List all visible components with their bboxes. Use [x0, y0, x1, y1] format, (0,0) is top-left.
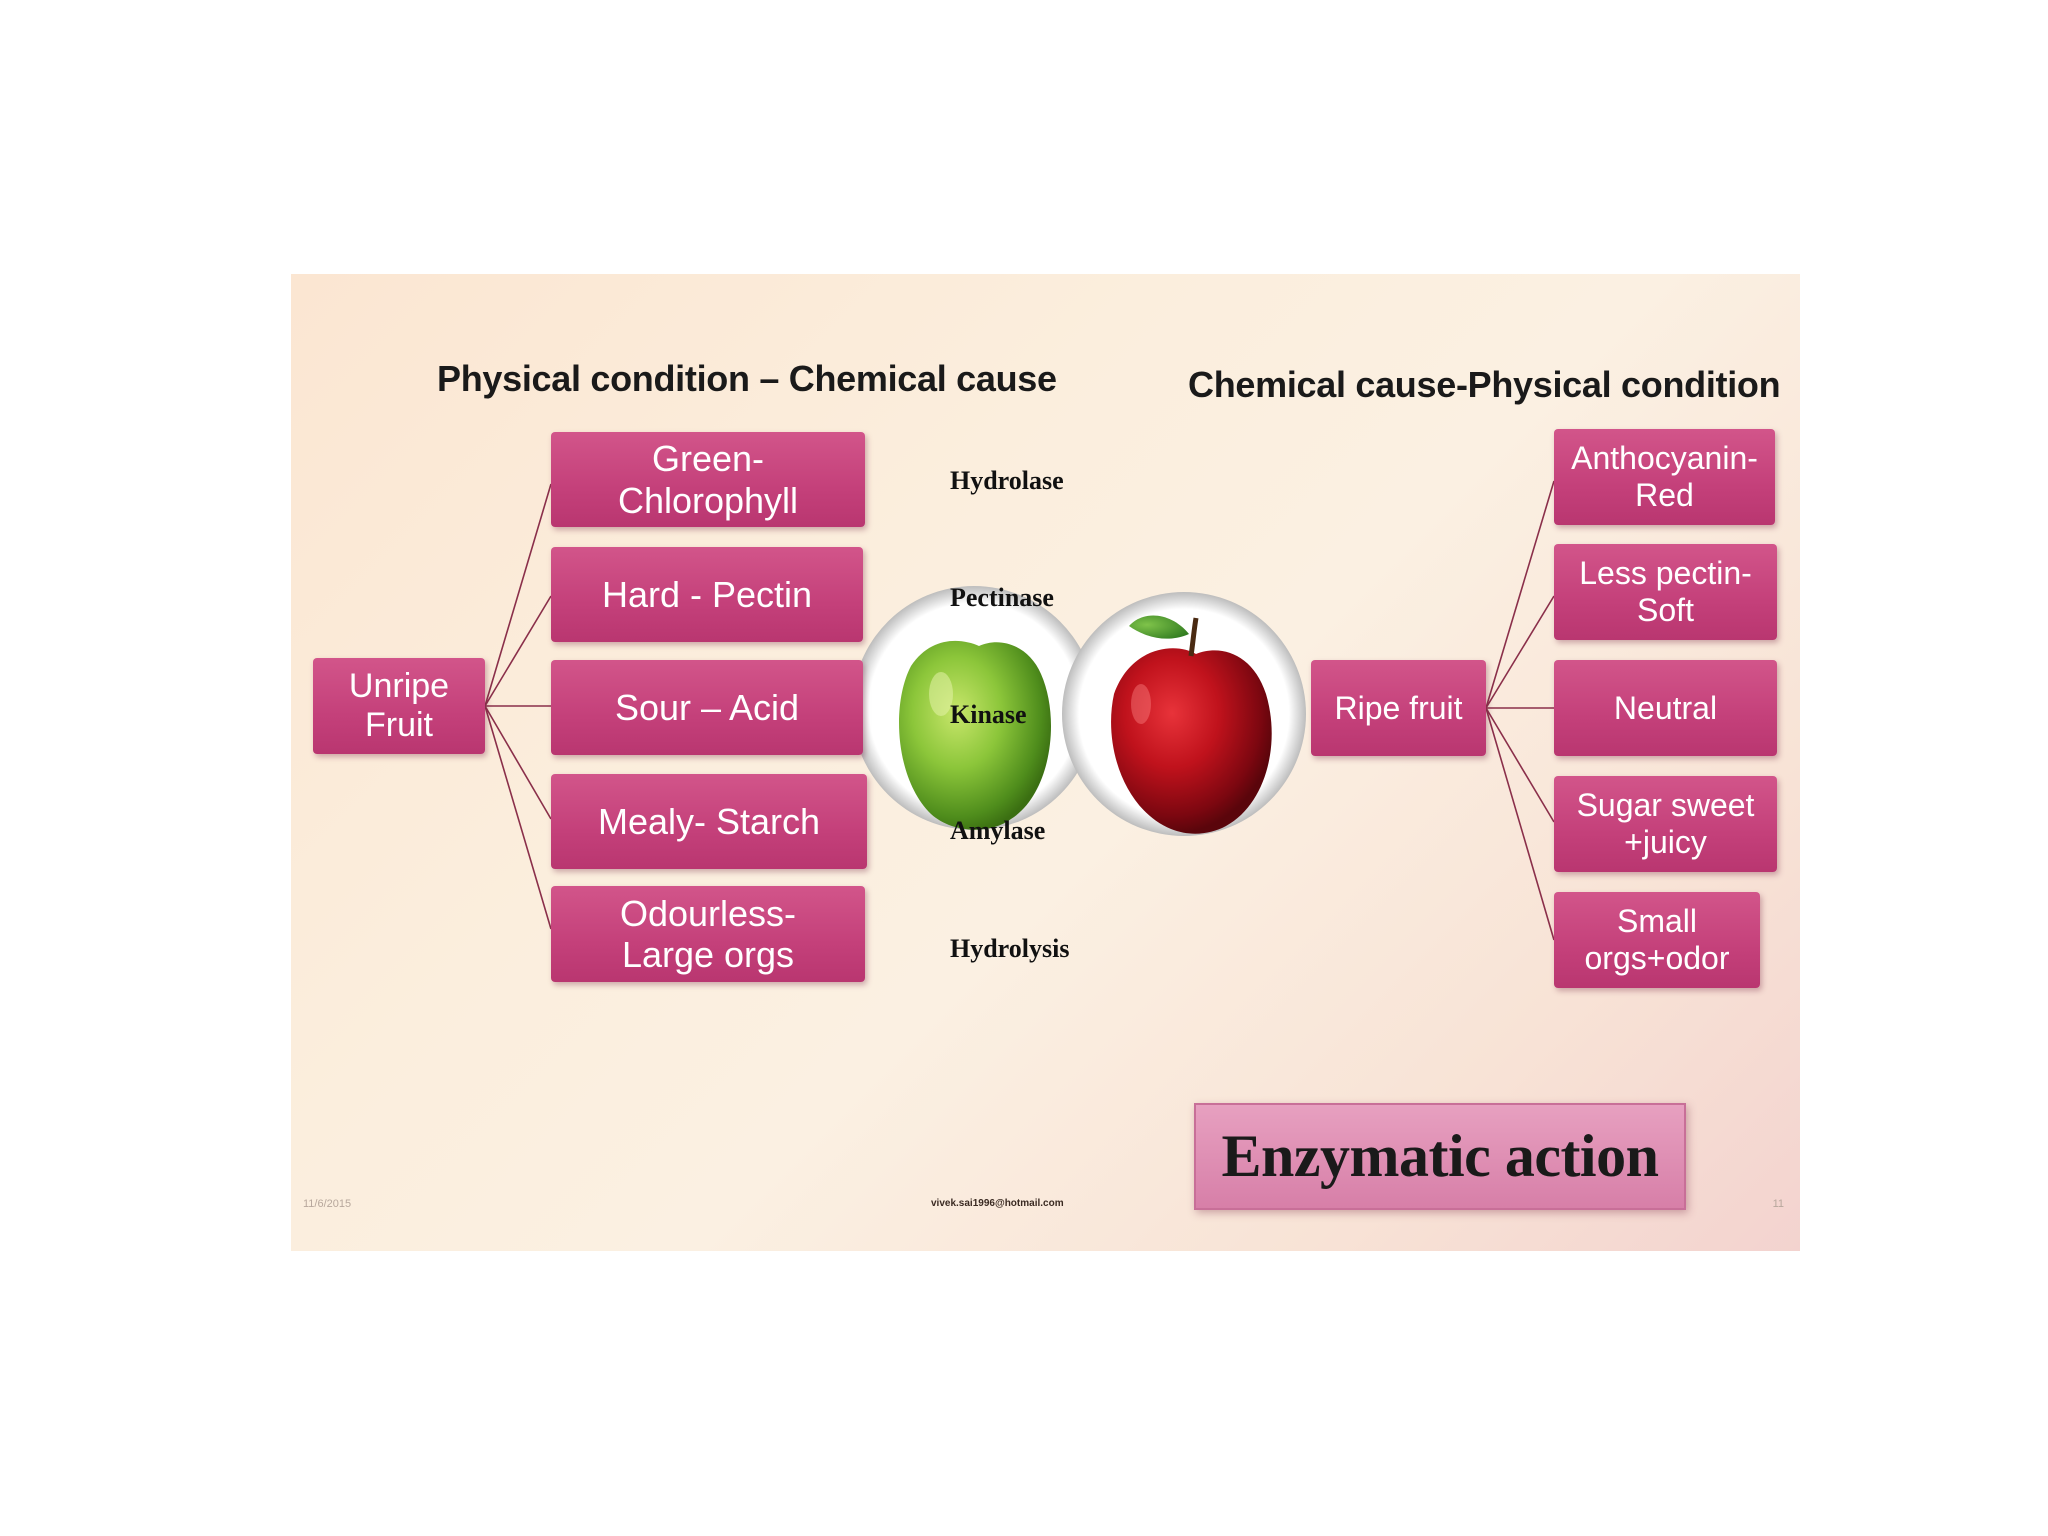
left-item-4-label: Mealy- Starch — [597, 800, 821, 842]
right-item-1: Anthocyanin- Red — [1554, 429, 1775, 525]
connector-right-2 — [1485, 595, 1555, 709]
enzyme-label-5: Hydrolysis — [950, 934, 1070, 963]
ripe-fruit-box: Ripe fruit — [1311, 660, 1486, 756]
connector-lines — [484, 480, 1555, 941]
enzyme-label-1: Hydrolase — [950, 466, 1064, 495]
connector-left-4 — [484, 705, 552, 820]
ripe-fruit-label: Ripe fruit — [1334, 689, 1463, 726]
right-item-3-label: Neutral — [1613, 689, 1718, 726]
unripe-fruit-label: Unripe Fruit — [348, 666, 450, 744]
green-apple-icon — [852, 586, 1096, 830]
enzyme-label-4: Amylase — [950, 816, 1046, 845]
left-item-2-label: Hard - Pectin — [601, 573, 813, 615]
connector-right-1 — [1485, 480, 1555, 709]
apples-illustration — [852, 586, 1306, 836]
footer-email: vivek.sai1996@hotmail.com — [931, 1198, 1064, 1209]
left-item-2: Hard - Pectin — [551, 547, 863, 642]
red-apple-icon — [1062, 592, 1306, 836]
connector-right-5 — [1485, 707, 1555, 941]
heading-left: Physical condition – Chemical cause — [437, 358, 1057, 399]
unripe-fruit-box: Unripe Fruit — [313, 658, 485, 754]
right-item-1-label: Anthocyanin- Red — [1571, 440, 1758, 513]
left-item-1: Green- Chlorophyll — [551, 432, 865, 527]
right-item-3: Neutral — [1554, 660, 1777, 756]
left-item-5: Odourless- Large orgs — [551, 886, 865, 982]
right-item-2: Less pectin- Soft — [1554, 544, 1777, 640]
left-item-3: Sour – Acid — [551, 660, 863, 755]
footer-page-number: 11 — [1772, 1198, 1784, 1210]
enzyme-label-2: Pectinase — [950, 583, 1054, 612]
connector-left-5 — [484, 705, 552, 930]
left-item-3-label: Sour – Acid — [614, 686, 800, 728]
title-box: Enzymatic action — [1194, 1103, 1686, 1210]
right-item-5-label: Small orgs+odor — [1584, 903, 1730, 976]
right-item-4: Sugar sweet +juicy — [1554, 776, 1777, 872]
left-item-5-label: Odourless- Large orgs — [619, 892, 797, 975]
enzyme-label-3: Kinase — [950, 700, 1027, 729]
right-item-4-label: Sugar sweet +juicy — [1576, 787, 1755, 860]
right-item-2-label: Less pectin- Soft — [1579, 555, 1752, 628]
connector-left-1 — [484, 483, 552, 707]
left-item-4: Mealy- Starch — [551, 774, 867, 869]
slide-title: Enzymatic action — [1221, 1123, 1659, 1189]
left-item-1-label: Green- Chlorophyll — [617, 438, 799, 521]
slide: Physical condition – Chemical cause Chem… — [291, 274, 1800, 1251]
right-item-5: Small orgs+odor — [1554, 892, 1760, 988]
footer-date: 11/6/2015 — [303, 1198, 352, 1210]
connector-left-2 — [484, 595, 552, 707]
heading-right: Chemical cause-Physical condition — [1188, 364, 1781, 405]
connector-right-4 — [1485, 707, 1555, 823]
